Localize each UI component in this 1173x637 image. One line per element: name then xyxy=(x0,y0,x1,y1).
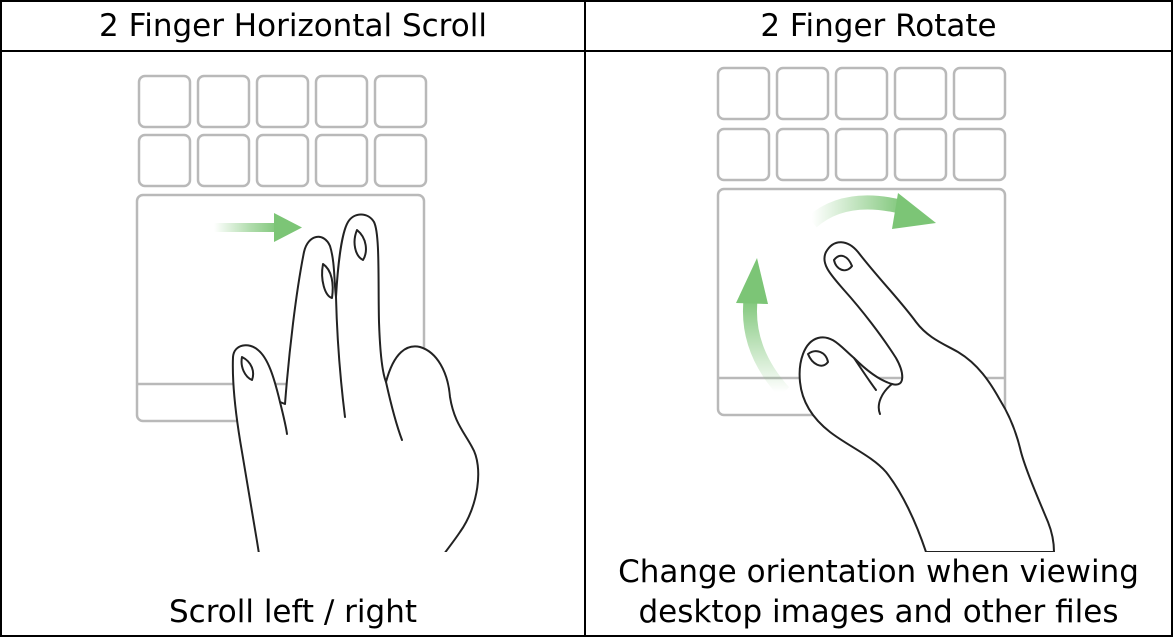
horizontal-scroll-svg xyxy=(135,74,480,552)
hand-icon xyxy=(231,213,480,552)
gesture-caption-line-1: Change orientation when viewing xyxy=(618,554,1139,590)
gesture-column-horizontal-scroll: 2 Finger Horizontal Scroll xyxy=(2,2,584,635)
header-divider xyxy=(2,50,1171,52)
gesture-caption: Scroll left / right xyxy=(168,594,418,630)
rotate-arrow-icon xyxy=(736,193,936,397)
gesture-title: 2 Finger Horizontal Scroll xyxy=(99,8,487,44)
keypad-icon xyxy=(716,66,1007,182)
rotate-illustration xyxy=(586,52,1171,552)
keypad-icon xyxy=(137,74,428,188)
arrow-right-icon xyxy=(214,213,302,242)
rotate-svg xyxy=(716,66,1055,552)
gesture-column-rotate: 2 Finger Rotate xyxy=(586,2,1171,635)
column-divider xyxy=(584,2,586,635)
gesture-title: 2 Finger Rotate xyxy=(760,8,997,44)
hand-icon xyxy=(798,241,1055,552)
gesture-caption-line-2: desktop images and other files xyxy=(638,594,1119,630)
horizontal-scroll-illustration xyxy=(2,52,584,552)
